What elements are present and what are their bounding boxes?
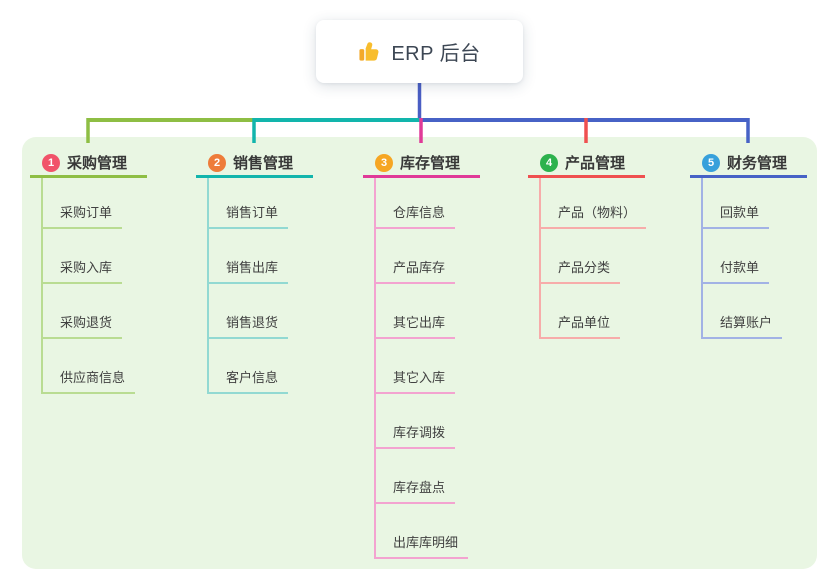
branch-number-badge: 3 (375, 153, 393, 172)
child-row: 库存盘点 (376, 449, 480, 504)
mindmap-panel (22, 137, 817, 569)
branch-label: 采购管理 (67, 155, 128, 172)
branch-3: 3 库存管理仓库信息产品库存其它出库其它入库库存调拨库存盘点出库库明细 (363, 150, 480, 559)
child-node[interactable]: 其它出库 (376, 312, 456, 339)
child-node[interactable]: 供应商信息 (43, 367, 136, 394)
child-row: 其它出库 (376, 284, 480, 339)
branch-number-badge: 4 (540, 153, 558, 172)
branch-node[interactable]: 3 库存管理 (363, 150, 480, 178)
child-node[interactable]: 采购订单 (43, 202, 123, 229)
branch-children: 产品（物料） 产品分类产品单位 (539, 178, 647, 339)
child-row: 结算账户 (703, 284, 807, 339)
child-node[interactable]: 回款单 (703, 202, 770, 229)
branch-number-badge: 1 (42, 153, 60, 172)
child-node[interactable]: 产品分类 (541, 257, 621, 284)
root-node[interactable]: ERP 后台 (316, 20, 523, 83)
branch-node[interactable]: 4 产品管理 (528, 150, 645, 178)
branch-5: 5 财务管理回款单付款单结算账户 (690, 150, 807, 339)
branch-node[interactable]: 1 采购管理 (30, 150, 147, 178)
child-row: 销售出库 (209, 229, 313, 284)
child-row: 产品单位 (541, 284, 645, 339)
child-node[interactable]: 仓库信息 (376, 202, 456, 229)
child-row: 其它入库 (376, 339, 480, 394)
child-row: 客户信息 (209, 339, 313, 394)
branch-children: 销售订单销售出库销售退货客户信息 (207, 178, 313, 394)
child-node[interactable]: 销售订单 (209, 202, 289, 229)
child-node[interactable]: 产品（物料） (541, 202, 647, 229)
branch-children: 回款单付款单结算账户 (701, 178, 807, 339)
child-row: 回款单 (703, 178, 807, 229)
branch-label: 销售管理 (233, 155, 294, 172)
thumbs-up-icon (358, 40, 381, 63)
child-row: 仓库信息 (376, 178, 480, 229)
child-node[interactable]: 库存调拨 (376, 422, 456, 449)
child-row: 采购入库 (43, 229, 147, 284)
branch-label: 产品管理 (565, 155, 626, 172)
branch-number-badge: 2 (208, 153, 226, 172)
child-node[interactable]: 付款单 (703, 257, 770, 284)
child-node[interactable]: 产品库存 (376, 257, 456, 284)
child-node[interactable]: 产品单位 (541, 312, 621, 339)
branch-label: 财务管理 (727, 155, 788, 172)
child-row: 产品（物料） (541, 178, 647, 229)
branch-4: 4 产品管理产品（物料） 产品分类产品单位 (528, 150, 647, 339)
child-row: 采购退货 (43, 284, 147, 339)
child-node[interactable]: 库存盘点 (376, 477, 456, 504)
branch-number-badge: 5 (702, 153, 720, 172)
child-node[interactable]: 销售退货 (209, 312, 289, 339)
child-row: 库存调拨 (376, 394, 480, 449)
root-node-title: ERP 后台 (391, 43, 481, 65)
child-row: 销售订单 (209, 178, 313, 229)
branch-node[interactable]: 5 财务管理 (690, 150, 807, 178)
child-row: 产品库存 (376, 229, 480, 284)
child-node[interactable]: 采购入库 (43, 257, 123, 284)
branch-node[interactable]: 2 销售管理 (196, 150, 313, 178)
child-row: 供应商信息 (43, 339, 147, 394)
branch-label: 库存管理 (400, 155, 461, 172)
child-row: 产品分类 (541, 229, 645, 284)
child-node[interactable]: 其它入库 (376, 367, 456, 394)
child-row: 付款单 (703, 229, 807, 284)
child-node[interactable]: 结算账户 (703, 312, 783, 339)
child-node[interactable]: 采购退货 (43, 312, 123, 339)
child-node[interactable]: 销售出库 (209, 257, 289, 284)
child-row: 采购订单 (43, 178, 147, 229)
branch-children: 仓库信息产品库存其它出库其它入库库存调拨库存盘点出库库明细 (374, 178, 480, 559)
child-row: 销售退货 (209, 284, 313, 339)
child-row: 出库库明细 (376, 504, 480, 559)
child-node[interactable]: 客户信息 (209, 367, 289, 394)
child-node[interactable]: 出库库明细 (376, 532, 469, 559)
branch-children: 采购订单采购入库采购退货供应商信息 (41, 178, 147, 394)
branch-1: 1 采购管理采购订单采购入库采购退货供应商信息 (30, 150, 147, 394)
branch-2: 2 销售管理销售订单销售出库销售退货客户信息 (196, 150, 313, 394)
